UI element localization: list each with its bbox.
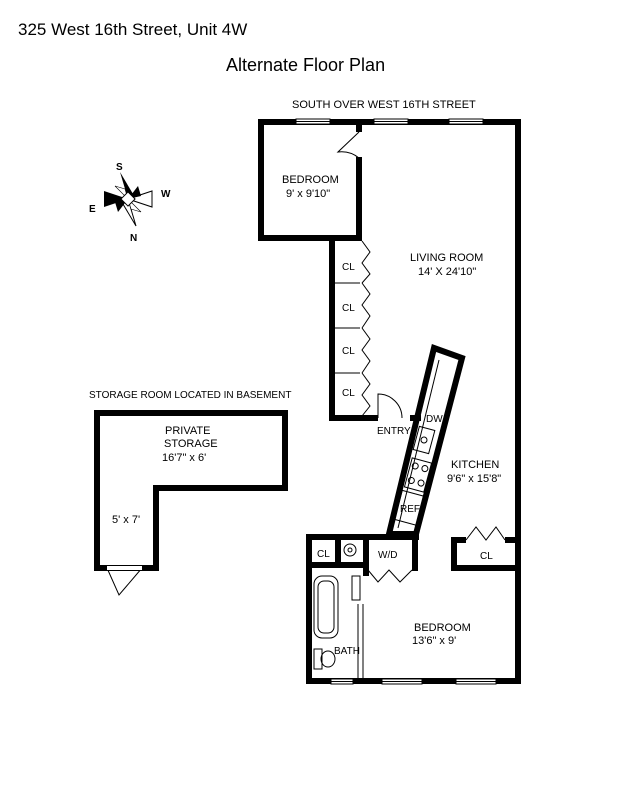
toilet-icon: [320, 650, 336, 668]
wd-door: [367, 569, 413, 583]
compass-south: S: [116, 162, 123, 173]
kitchen-closet-walls: [451, 537, 521, 571]
compass-icon: S W N E: [89, 162, 171, 244]
closet-door-4: [361, 372, 371, 417]
storage-room-walls: [94, 410, 288, 571]
bedroom-top-name: BEDROOM: [282, 174, 339, 186]
bedroom-top-door: [336, 131, 360, 159]
stove-icon: [403, 457, 433, 493]
closet-label-2: CL: [342, 303, 355, 314]
closet-door-3: [361, 327, 371, 374]
water-heater-icon: [343, 543, 357, 557]
exterior-walls: [258, 119, 521, 684]
refrigerator-icon: [393, 489, 427, 527]
bath-label: BATH: [334, 646, 360, 657]
refrigerator-label: REF: [400, 504, 420, 515]
storage-door: [106, 567, 143, 596]
closet-door-1: [361, 240, 371, 284]
living-room-dims: 14' X 24'10": [418, 266, 476, 278]
storage-note: STORAGE ROOM LOCATED IN BASEMENT: [89, 390, 291, 401]
kitchen-counter-wall: [385, 344, 466, 537]
kitchen-closet-door: [465, 526, 506, 541]
vanity-icon: [351, 575, 361, 601]
living-room-name: LIVING ROOM: [410, 252, 483, 264]
street-label: SOUTH OVER WEST 16TH STREET: [292, 99, 476, 111]
closet-label-bath: CL: [317, 549, 330, 560]
counter-edge: [397, 359, 440, 529]
bedroom-top-walls: [258, 119, 362, 241]
compass-west: W: [161, 189, 171, 200]
entry-label: ENTRY: [377, 426, 411, 437]
dishwasher-label: DW: [426, 414, 443, 425]
listing-address: 325 West 16th Street, Unit 4W: [18, 20, 248, 39]
wd-cl-walls: [306, 537, 418, 571]
storage-name-line2: STORAGE: [164, 438, 218, 450]
windows: [295, 118, 497, 685]
bath-walls: [357, 571, 369, 678]
closet-label-1: CL: [342, 262, 355, 273]
bathtub-icon: [313, 575, 339, 639]
toilet-tank: [313, 648, 323, 670]
sink-icon: [412, 425, 436, 455]
storage-dims: 16'7" x 6': [162, 452, 206, 464]
compass-east: E: [89, 204, 96, 215]
washer-dryer-label: W/D: [378, 550, 397, 561]
entry-door: [377, 393, 403, 419]
closet-label-kitchen: CL: [480, 551, 493, 562]
compass-north: N: [130, 233, 137, 244]
kitchen-dims: 9'6" x 15'8": [447, 473, 501, 485]
closet-door-2: [361, 282, 371, 329]
closet-label-3: CL: [342, 346, 355, 357]
storage-name-line1: PRIVATE: [165, 425, 210, 437]
bedroom-bottom-dims: 13'6" x 9': [412, 635, 456, 647]
bedroom-bottom-name: BEDROOM: [414, 622, 471, 634]
bedroom-top-dims: 9' x 9'10": [286, 188, 330, 200]
storage-dims-lower: 5' x 7': [112, 514, 140, 526]
closet-label-4: CL: [342, 388, 355, 399]
plan-title: Alternate Floor Plan: [226, 55, 386, 75]
kitchen-name: KITCHEN: [451, 459, 499, 471]
